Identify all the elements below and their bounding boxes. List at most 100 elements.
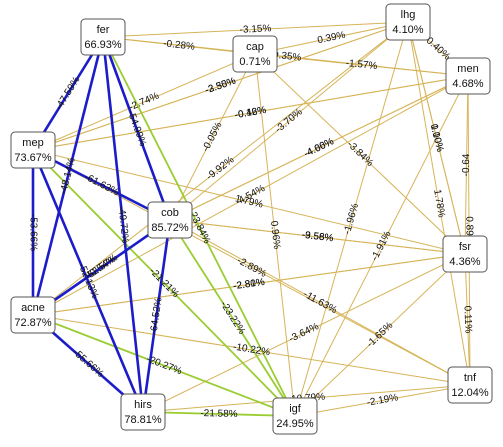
edge-label-igf-tnf: -2.19% <box>366 392 399 408</box>
edge-label-men-igf: -1.91% <box>369 229 393 262</box>
edge-label-fer-lhg: -3.15% <box>239 23 271 36</box>
edge-label-men-mep: -0.16% <box>234 105 267 121</box>
edge-fsr-cob <box>169 219 466 255</box>
node-tnf[interactable]: tnf 12.04% <box>447 366 493 404</box>
edge-labels-layer: -3.15%-0.28%-47.59%-48.14%-49.72%-54.99%… <box>28 23 475 420</box>
node-box-fsr <box>442 235 488 273</box>
edge-fsr-igf <box>294 253 466 417</box>
node-value-tnf: 12.04% <box>451 387 489 399</box>
edge-label-acne-tnf: -10.22% <box>232 342 271 359</box>
edge-label-acne-igf: -20.27% <box>145 354 184 378</box>
node-value-men: 4.68% <box>452 78 483 90</box>
node-box-men <box>445 57 491 95</box>
edge-label-mep-cob: -61.63% <box>82 172 120 199</box>
edge-acne-igf <box>32 314 296 417</box>
node-cap[interactable]: cap 0.71% <box>232 35 278 73</box>
edge-cob-acne <box>32 218 171 317</box>
edge-mep-igf <box>32 149 296 417</box>
edge-cap-fsr <box>254 53 466 255</box>
node-box-acne <box>10 296 56 334</box>
node-name-igf: igf <box>289 403 302 415</box>
node-box-fer <box>80 18 126 56</box>
edge-label-lhg-tnf: 1.78% <box>431 189 447 219</box>
node-name-fsr: fsr <box>459 241 472 253</box>
node-value-igf: 24.95% <box>276 418 314 430</box>
edge-label-fsr-hirs: -3.64% <box>287 321 320 345</box>
edge-label-fsr-lhg: 1.00% <box>428 123 445 153</box>
edge-fsr-lhg <box>407 21 466 255</box>
edge-cob-tnf <box>169 219 471 386</box>
edge-hirs-igf <box>142 411 296 417</box>
edge-label-fsr-acne: -2.81% <box>233 277 266 292</box>
edge-label-cob-tnf: -11.63% <box>301 289 338 316</box>
edge-label-cap-lhg: 0.39% <box>316 30 346 47</box>
edge-cob-hirs <box>141 219 172 413</box>
node-value-cob: 85.72% <box>151 222 189 234</box>
node-name-tnf: tnf <box>464 372 477 384</box>
edge-label-cob-men: -4.06% <box>302 136 335 160</box>
node-name-cap: cap <box>246 41 264 53</box>
edge-acne-lhg <box>32 21 409 316</box>
node-value-fer: 66.93% <box>84 39 122 51</box>
edge-mep-cob <box>32 148 171 222</box>
edge-label-cob-igf: -23.22% <box>218 299 247 336</box>
edge-label-mep-lhg: -2.50% <box>204 76 238 97</box>
edges-layer <box>31 21 471 417</box>
node-fer[interactable]: fer 66.93% <box>80 18 126 56</box>
edge-label-hirs-igf: -21.58% <box>200 408 238 420</box>
node-name-lhg: lhg <box>401 9 416 21</box>
edge-label-fsr-igf: -1.65% <box>365 320 396 350</box>
edge-fer-lhg <box>102 21 409 38</box>
node-value-mep: 73.67% <box>14 152 52 164</box>
edge-label-fer-acne: -48.14% <box>58 156 78 195</box>
edge-men-acne <box>32 75 469 316</box>
edge-fsr-hirs <box>142 253 466 413</box>
node-box-igf <box>272 397 318 435</box>
edge-label-cap-igf: 0.96% <box>268 220 282 249</box>
node-igf[interactable]: igf 24.95% <box>272 397 318 435</box>
edge-label-mep-acne: -53.66% <box>28 214 39 251</box>
edge-label-fer-mep: -47.59% <box>54 75 83 113</box>
edge-lhg-tnf <box>407 21 471 386</box>
edge-cob-igf <box>169 219 296 417</box>
node-name-mep: mep <box>22 137 43 149</box>
edge-label-cob-fsr: -3.56% <box>301 230 334 245</box>
edge-cap-cob <box>169 53 256 221</box>
edge-cap-men <box>254 53 469 77</box>
edge-lhg-cob <box>169 21 409 221</box>
edge-cap-mep <box>32 53 256 151</box>
edge-lhg-igf <box>294 21 409 417</box>
node-value-fsr: 4.36% <box>449 256 480 268</box>
edge-fsr-acne <box>32 253 466 316</box>
node-fsr[interactable]: fsr 4.36% <box>442 235 488 273</box>
node-box-hirs <box>120 393 166 431</box>
node-mep[interactable]: mep 73.67% <box>10 131 56 169</box>
edge-men-igf <box>294 75 469 417</box>
node-box-cob <box>147 201 193 239</box>
node-name-fer: fer <box>97 24 110 36</box>
edge-fer-hirs <box>101 36 145 413</box>
edge-fsr-tnf <box>464 253 471 386</box>
node-value-cap: 0.71% <box>239 56 270 68</box>
edge-label-acne-hirs: -55.66% <box>70 347 105 380</box>
edge-cob-men <box>169 75 469 221</box>
node-name-hirs: hirs <box>134 399 152 411</box>
edge-mep-fsr <box>32 149 466 255</box>
edge-label-fer-cob: -54.99% <box>125 109 148 148</box>
edge-mep-lhg <box>32 21 409 151</box>
edge-label-men-tnf: 0.89% <box>463 216 474 245</box>
node-box-cap <box>232 35 278 73</box>
node-value-acne: 72.87% <box>14 317 52 329</box>
edge-label-lhg-igf: -1.96% <box>342 202 361 236</box>
edge-fer-mep <box>31 36 105 151</box>
edge-label-fsr-cob: -9.58% <box>301 230 334 245</box>
edge-cap-lhg <box>254 21 409 55</box>
edge-label-men-fsr: -0.64 <box>461 153 472 176</box>
edge-label-mep-men: -0.42% <box>234 105 267 121</box>
